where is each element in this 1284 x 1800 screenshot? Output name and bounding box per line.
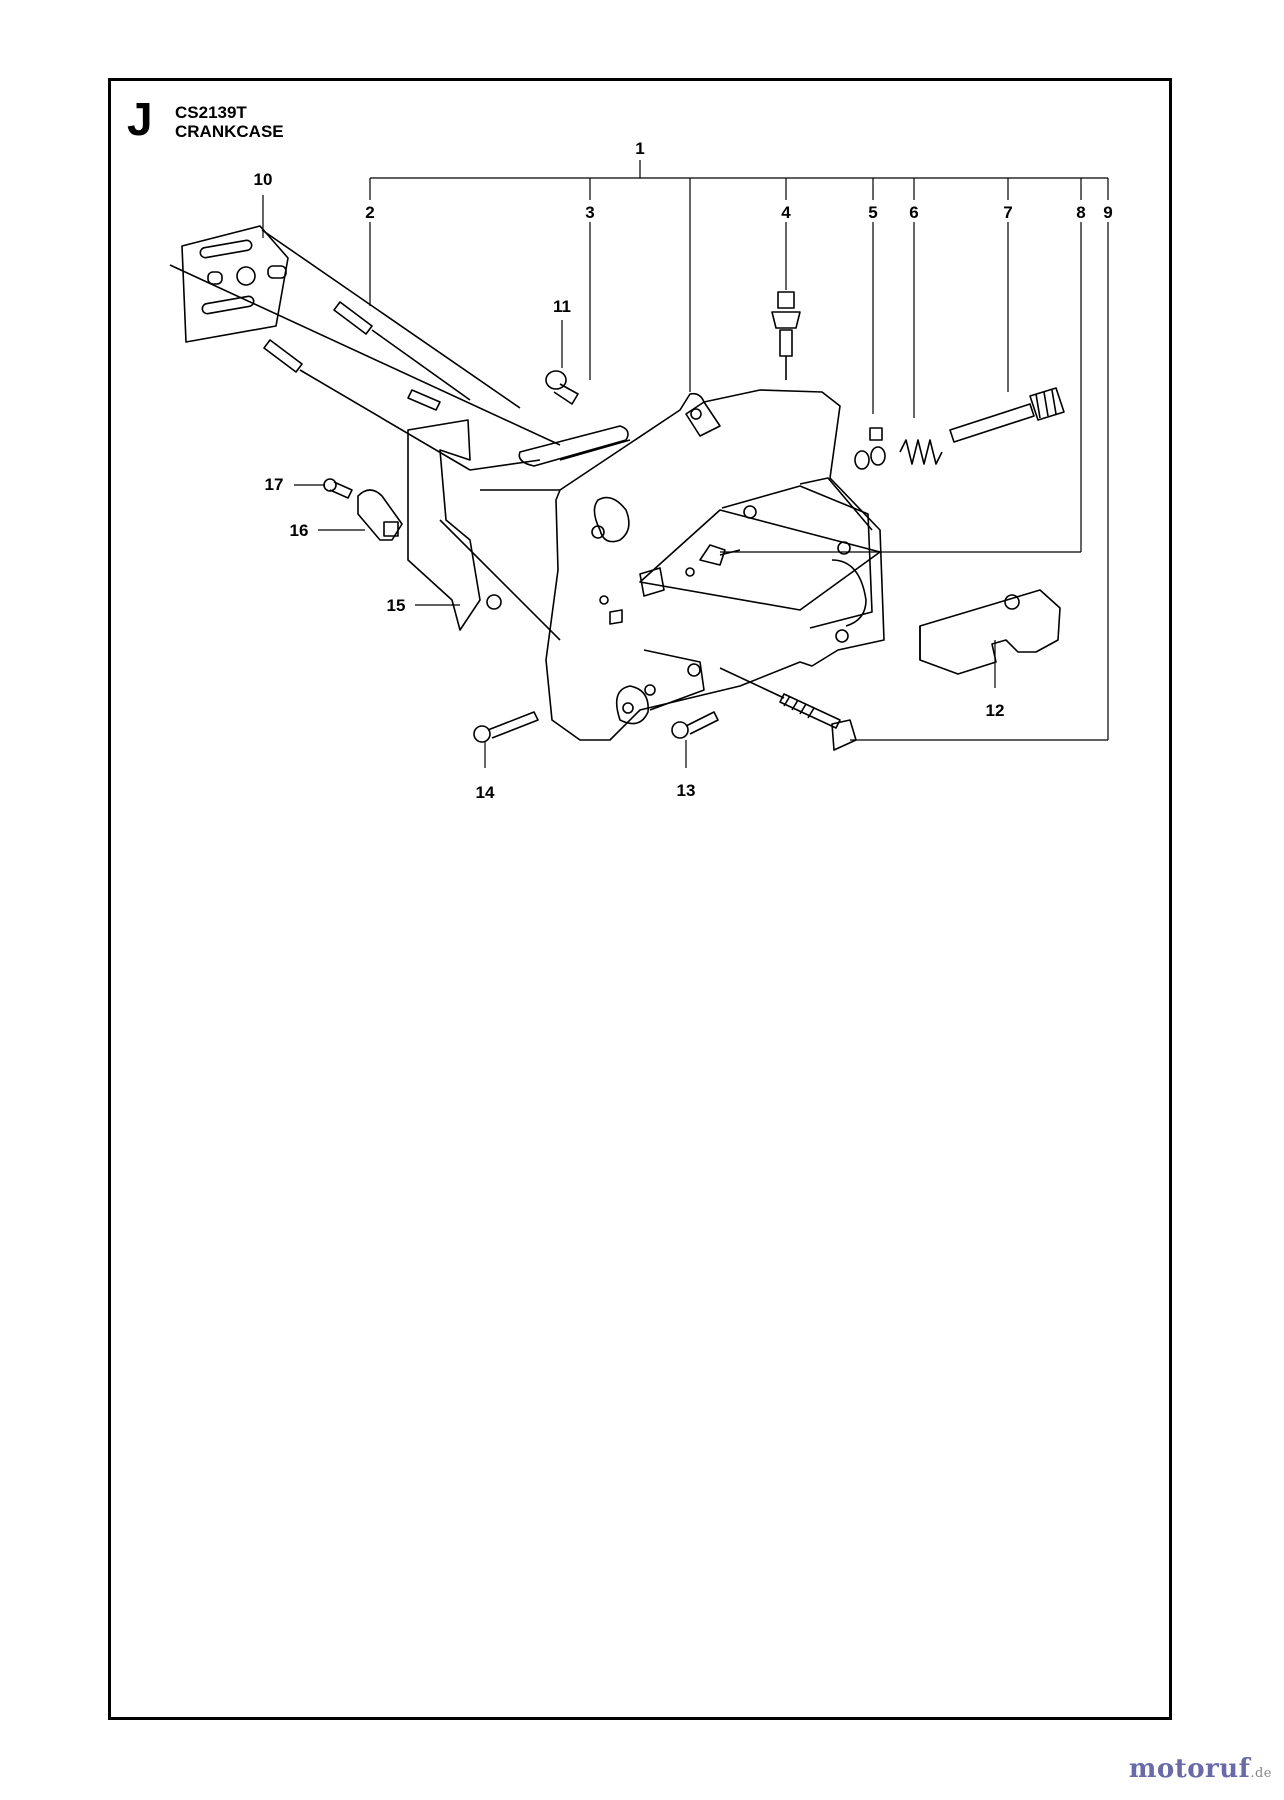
drawing-frame	[108, 78, 1172, 1720]
model-number: CS2139T	[175, 103, 247, 122]
callout-17: 17	[265, 475, 284, 494]
screw	[407, 389, 441, 411]
callout-4: 4	[781, 203, 791, 222]
nipple-part-4	[771, 291, 801, 380]
spring-part-6	[899, 439, 943, 465]
watermark-tld: .de	[1250, 1766, 1272, 1781]
callout-12: 12	[986, 701, 1005, 720]
callout-2: 2	[365, 203, 374, 222]
diagram-title: CRANKCASE	[175, 122, 284, 141]
leader-lines	[262, 160, 1109, 768]
clamp-part-16	[357, 489, 403, 541]
screw-part-14	[473, 711, 539, 743]
callout-15: 15	[387, 596, 406, 615]
crankcase-part-1	[469, 389, 885, 741]
pin-part-2	[263, 301, 471, 471]
callout-14: 14	[476, 783, 495, 802]
watermark: motoruf.de	[1129, 1754, 1272, 1784]
callout-6: 6	[909, 203, 918, 222]
screw-13	[671, 711, 719, 739]
plug-part-11	[545, 370, 579, 405]
callout-7: 7	[1003, 203, 1012, 222]
watermark-brand: motoruf	[1128, 1754, 1251, 1784]
callout-16: 16	[290, 521, 309, 540]
washers-part-5	[854, 427, 886, 470]
callout-3: 3	[585, 203, 594, 222]
screw-part-17	[323, 478, 353, 499]
callout-9: 9	[1103, 203, 1112, 222]
callout-11: 11	[553, 297, 571, 316]
bolt-part-13	[719, 667, 857, 751]
callout-13: 13	[677, 781, 696, 800]
tension-screw-part-7	[949, 387, 1065, 443]
callout-5: 5	[868, 203, 877, 222]
callout-10: 10	[254, 170, 273, 189]
bar-plate-part-10	[169, 225, 561, 446]
section-letter: J	[127, 93, 153, 145]
catcher-block-part-12	[919, 589, 1061, 675]
chain-catcher-part-15	[407, 419, 561, 641]
guide-part-3	[518, 425, 631, 467]
callout-1: 1	[635, 139, 644, 158]
callout-8: 8	[1076, 203, 1085, 222]
